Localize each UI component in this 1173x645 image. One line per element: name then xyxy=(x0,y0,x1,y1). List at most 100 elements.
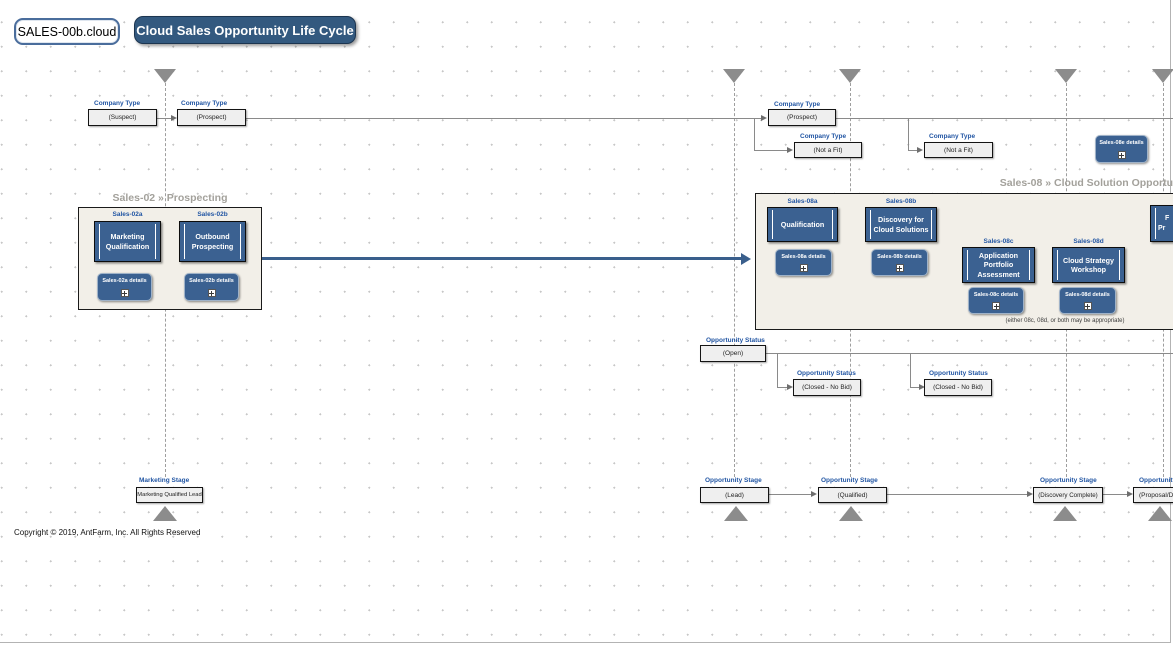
task-qualification[interactable]: Qualification xyxy=(767,207,838,242)
connector-line xyxy=(910,353,911,387)
lane-marker-down-icon xyxy=(1152,69,1173,83)
details-button-sales-02b[interactable]: Sales-02b details xyxy=(184,273,239,301)
connector-arrowhead xyxy=(919,383,925,390)
expand-plus-icon[interactable] xyxy=(207,289,216,297)
lane-marker-down-icon xyxy=(723,69,745,83)
connector-line xyxy=(777,387,788,388)
diagram-id-box: SALES-00b.cloud xyxy=(14,18,120,45)
details-label: Sales-02b details xyxy=(189,278,234,284)
details-label: Sales-02a details xyxy=(102,278,147,284)
company-type-label: Company Type xyxy=(181,100,228,107)
expand-plus-icon[interactable] xyxy=(1083,302,1092,310)
connector-line xyxy=(887,494,1028,495)
company-type-node[interactable]: (Not a Fit) xyxy=(924,142,993,158)
connector-line xyxy=(908,118,909,150)
company-type-label: Company Type xyxy=(774,101,821,108)
connector-line xyxy=(754,118,755,150)
lane-divider-line xyxy=(734,83,735,477)
connector-line xyxy=(777,353,778,387)
details-button-sales-08c[interactable]: Sales-08c details xyxy=(968,287,1024,314)
task-partial-text: Pr xyxy=(1158,225,1166,232)
task-id-label: Sales-08d xyxy=(1073,238,1104,245)
opportunity-stage-label: Opportunity Stage xyxy=(1040,477,1097,484)
task-partial-right-edge[interactable]: F Pr xyxy=(1150,205,1173,242)
task-id-label: Sales-08a xyxy=(787,198,818,205)
company-type-label: Company Type xyxy=(94,100,141,107)
details-button-sales-08e[interactable]: Sales-08e details xyxy=(1095,135,1148,163)
expand-plus-icon[interactable] xyxy=(992,302,1000,310)
connector-line xyxy=(769,494,812,495)
lane-marker-up-icon xyxy=(839,506,863,521)
lane-marker-up-icon xyxy=(1148,506,1172,521)
connector-line xyxy=(910,387,920,388)
connector-arrowhead xyxy=(1127,490,1133,497)
opportunity-status-label: Opportunity Status xyxy=(797,370,856,377)
details-label: Sales-08c details xyxy=(973,292,1019,298)
connector-arrowhead xyxy=(761,114,767,121)
connector-arrowhead xyxy=(917,146,923,153)
lane-marker-up-icon xyxy=(1053,506,1077,521)
company-type-node[interactable]: (Prospect) xyxy=(768,109,836,126)
connector-line xyxy=(1103,494,1128,495)
expand-plus-icon[interactable] xyxy=(799,264,808,272)
company-type-node[interactable]: (Not a Fit) xyxy=(794,142,862,158)
task-cloud-strategy-workshop[interactable]: Cloud Strategy Workshop xyxy=(1052,247,1125,283)
details-button-sales-08a[interactable]: Sales-08a details xyxy=(775,249,832,276)
expand-plus-icon[interactable] xyxy=(1117,151,1126,159)
connector-arrowhead xyxy=(171,114,177,121)
details-label: Sales-08a details xyxy=(781,254,826,260)
flow-arrowhead xyxy=(741,252,751,265)
connector-line xyxy=(246,118,761,119)
connector-arrowhead xyxy=(1027,490,1033,497)
opportunity-stage-node[interactable]: (Lead) xyxy=(700,487,769,503)
opportunity-stage-node[interactable]: (Proposal/D xyxy=(1133,487,1173,503)
task-id-label: Sales-08b xyxy=(885,198,917,205)
details-button-sales-02a[interactable]: Sales-02a details xyxy=(97,273,152,301)
task-id-label: Sales-08c xyxy=(983,238,1014,245)
task-partial-text: F xyxy=(1165,215,1170,222)
task-discovery-cloud-solutions[interactable]: Discovery for Cloud Solutions xyxy=(865,207,937,242)
connector-line xyxy=(157,118,172,119)
details-label: Sales-08e details xyxy=(1099,140,1144,146)
expand-plus-icon[interactable] xyxy=(895,264,904,272)
task-id-label: Sales-02b xyxy=(197,211,228,218)
company-type-node[interactable]: (Suspect) xyxy=(88,109,157,126)
task-id-label: Sales-02a xyxy=(112,211,143,218)
connector-arrowhead xyxy=(811,490,817,497)
connector-line xyxy=(754,150,787,151)
opportunity-status-node[interactable]: (Closed - No Bid) xyxy=(793,379,861,396)
opportunity-stage-node[interactable]: (Qualified) xyxy=(818,487,887,503)
details-label: Sales-08b details xyxy=(877,254,922,260)
details-button-sales-08b[interactable]: Sales-08b details xyxy=(871,249,928,276)
task-marketing-qualification[interactable]: Marketing Qualification xyxy=(94,221,161,262)
flow-arrow-line xyxy=(262,257,742,260)
opportunity-status-label: Opportunity Status xyxy=(929,370,988,377)
opportunity-stage-label: Opportunity Stage xyxy=(821,477,878,484)
opportunity-stage-label: Opportunity Stage xyxy=(705,477,762,484)
task-application-portfolio-assessment[interactable]: Application Portfolio Assessment xyxy=(962,247,1035,283)
marketing-stage-node[interactable]: Marketing Qualified Lead xyxy=(136,487,203,503)
connector-line xyxy=(836,118,1173,119)
lane-marker-up-icon xyxy=(153,506,177,521)
connector-arrowhead xyxy=(787,383,793,390)
opportunity-status-node[interactable]: (Open) xyxy=(700,345,766,362)
opportunity-status-node[interactable]: (Closed - No Bid) xyxy=(924,379,992,396)
company-type-node[interactable]: (Prospect) xyxy=(177,109,246,126)
copyright-text: Copyright © 2019, AntFarm, Inc. All Righ… xyxy=(14,528,201,537)
opportunity-status-label: Opportunity Status xyxy=(706,337,765,344)
lane-marker-down-icon xyxy=(839,69,861,83)
group-title: Sales-02 » Prospecting xyxy=(112,192,228,204)
task-outbound-prospecting[interactable]: Outbound Prospecting xyxy=(179,221,246,262)
connector-line xyxy=(766,353,1173,354)
diagram-title-box: Cloud Sales Opportunity Life Cycle xyxy=(134,16,356,44)
lane-marker-down-icon xyxy=(154,69,176,83)
lane-marker-up-icon xyxy=(724,506,748,521)
expand-plus-icon[interactable] xyxy=(120,289,129,297)
details-label: Sales-08d details xyxy=(1065,292,1110,298)
opportunity-stage-node[interactable]: (Discovery Complete) xyxy=(1033,487,1103,503)
opportunity-stage-label: Opportunity S xyxy=(1139,477,1173,484)
group-note: (either 08c, 08d, or both may be appropr… xyxy=(1005,318,1125,324)
details-button-sales-08d[interactable]: Sales-08d details xyxy=(1059,287,1116,314)
company-type-label: Company Type xyxy=(929,133,976,140)
